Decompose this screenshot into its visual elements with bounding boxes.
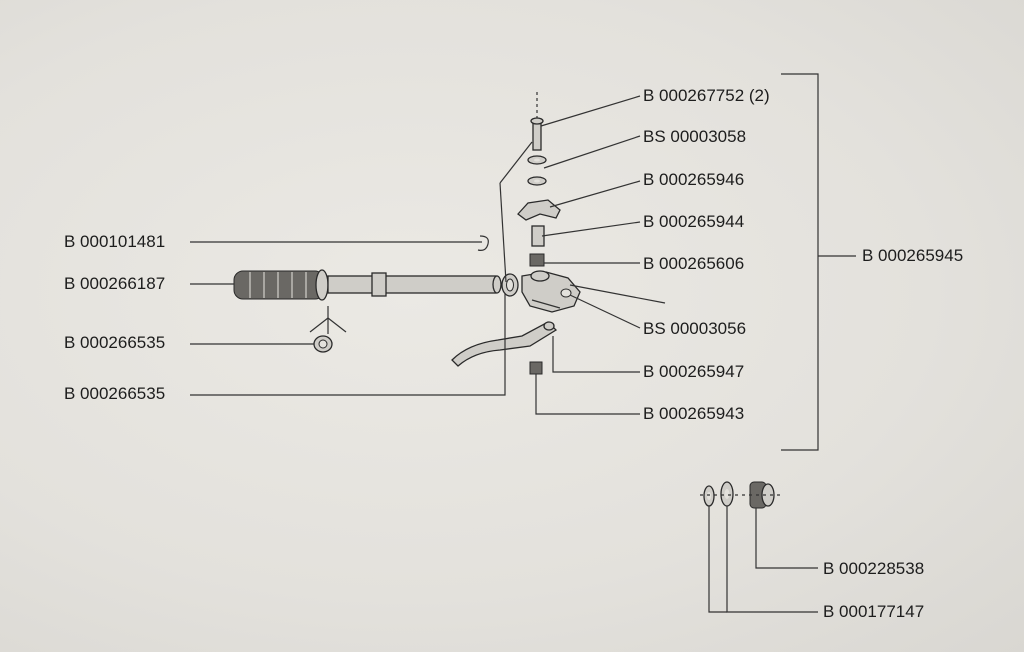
part-label-b000265946: B 000265946 bbox=[643, 170, 745, 189]
part-label-b000265944: B 000265944 bbox=[643, 212, 745, 231]
part-label-b000265943: B 000265943 bbox=[643, 404, 745, 423]
assembly-bracket bbox=[781, 73, 856, 451]
part-label-b000265947: B 000265947 bbox=[643, 362, 745, 381]
assembly-arrow bbox=[309, 306, 347, 334]
part-label-b000177147: B 000177147 bbox=[823, 602, 925, 621]
spring-clip bbox=[477, 235, 489, 251]
part-label-b000267752: B 000267752 (2) bbox=[643, 86, 770, 105]
cable-adjuster-parts bbox=[700, 481, 780, 509]
lever-assembly bbox=[451, 92, 581, 375]
leader-lines-right bbox=[535, 95, 666, 415]
part-label-bs00003056: BS 00003056 bbox=[643, 319, 747, 338]
handlebar-grip bbox=[233, 269, 329, 301]
part-label-b000266535-lower: B 000266535 bbox=[64, 384, 166, 403]
part-label-b000228538: B 000228538 bbox=[823, 559, 925, 578]
part-label-b000266187: B 000266187 bbox=[64, 274, 166, 293]
part-label-b000265945: B 000265945 bbox=[862, 246, 964, 265]
leader-lines-left bbox=[190, 241, 506, 396]
part-label-b000101481: B 000101481 bbox=[64, 232, 166, 251]
leader-lines-bottom bbox=[708, 506, 818, 613]
part-label-bs00003058: BS 00003058 bbox=[643, 127, 747, 146]
part-label-b000266535-upper: B 000266535 bbox=[64, 333, 166, 352]
part-label-b000265606: B 000265606 bbox=[643, 254, 745, 273]
throttle-tube bbox=[327, 272, 502, 297]
